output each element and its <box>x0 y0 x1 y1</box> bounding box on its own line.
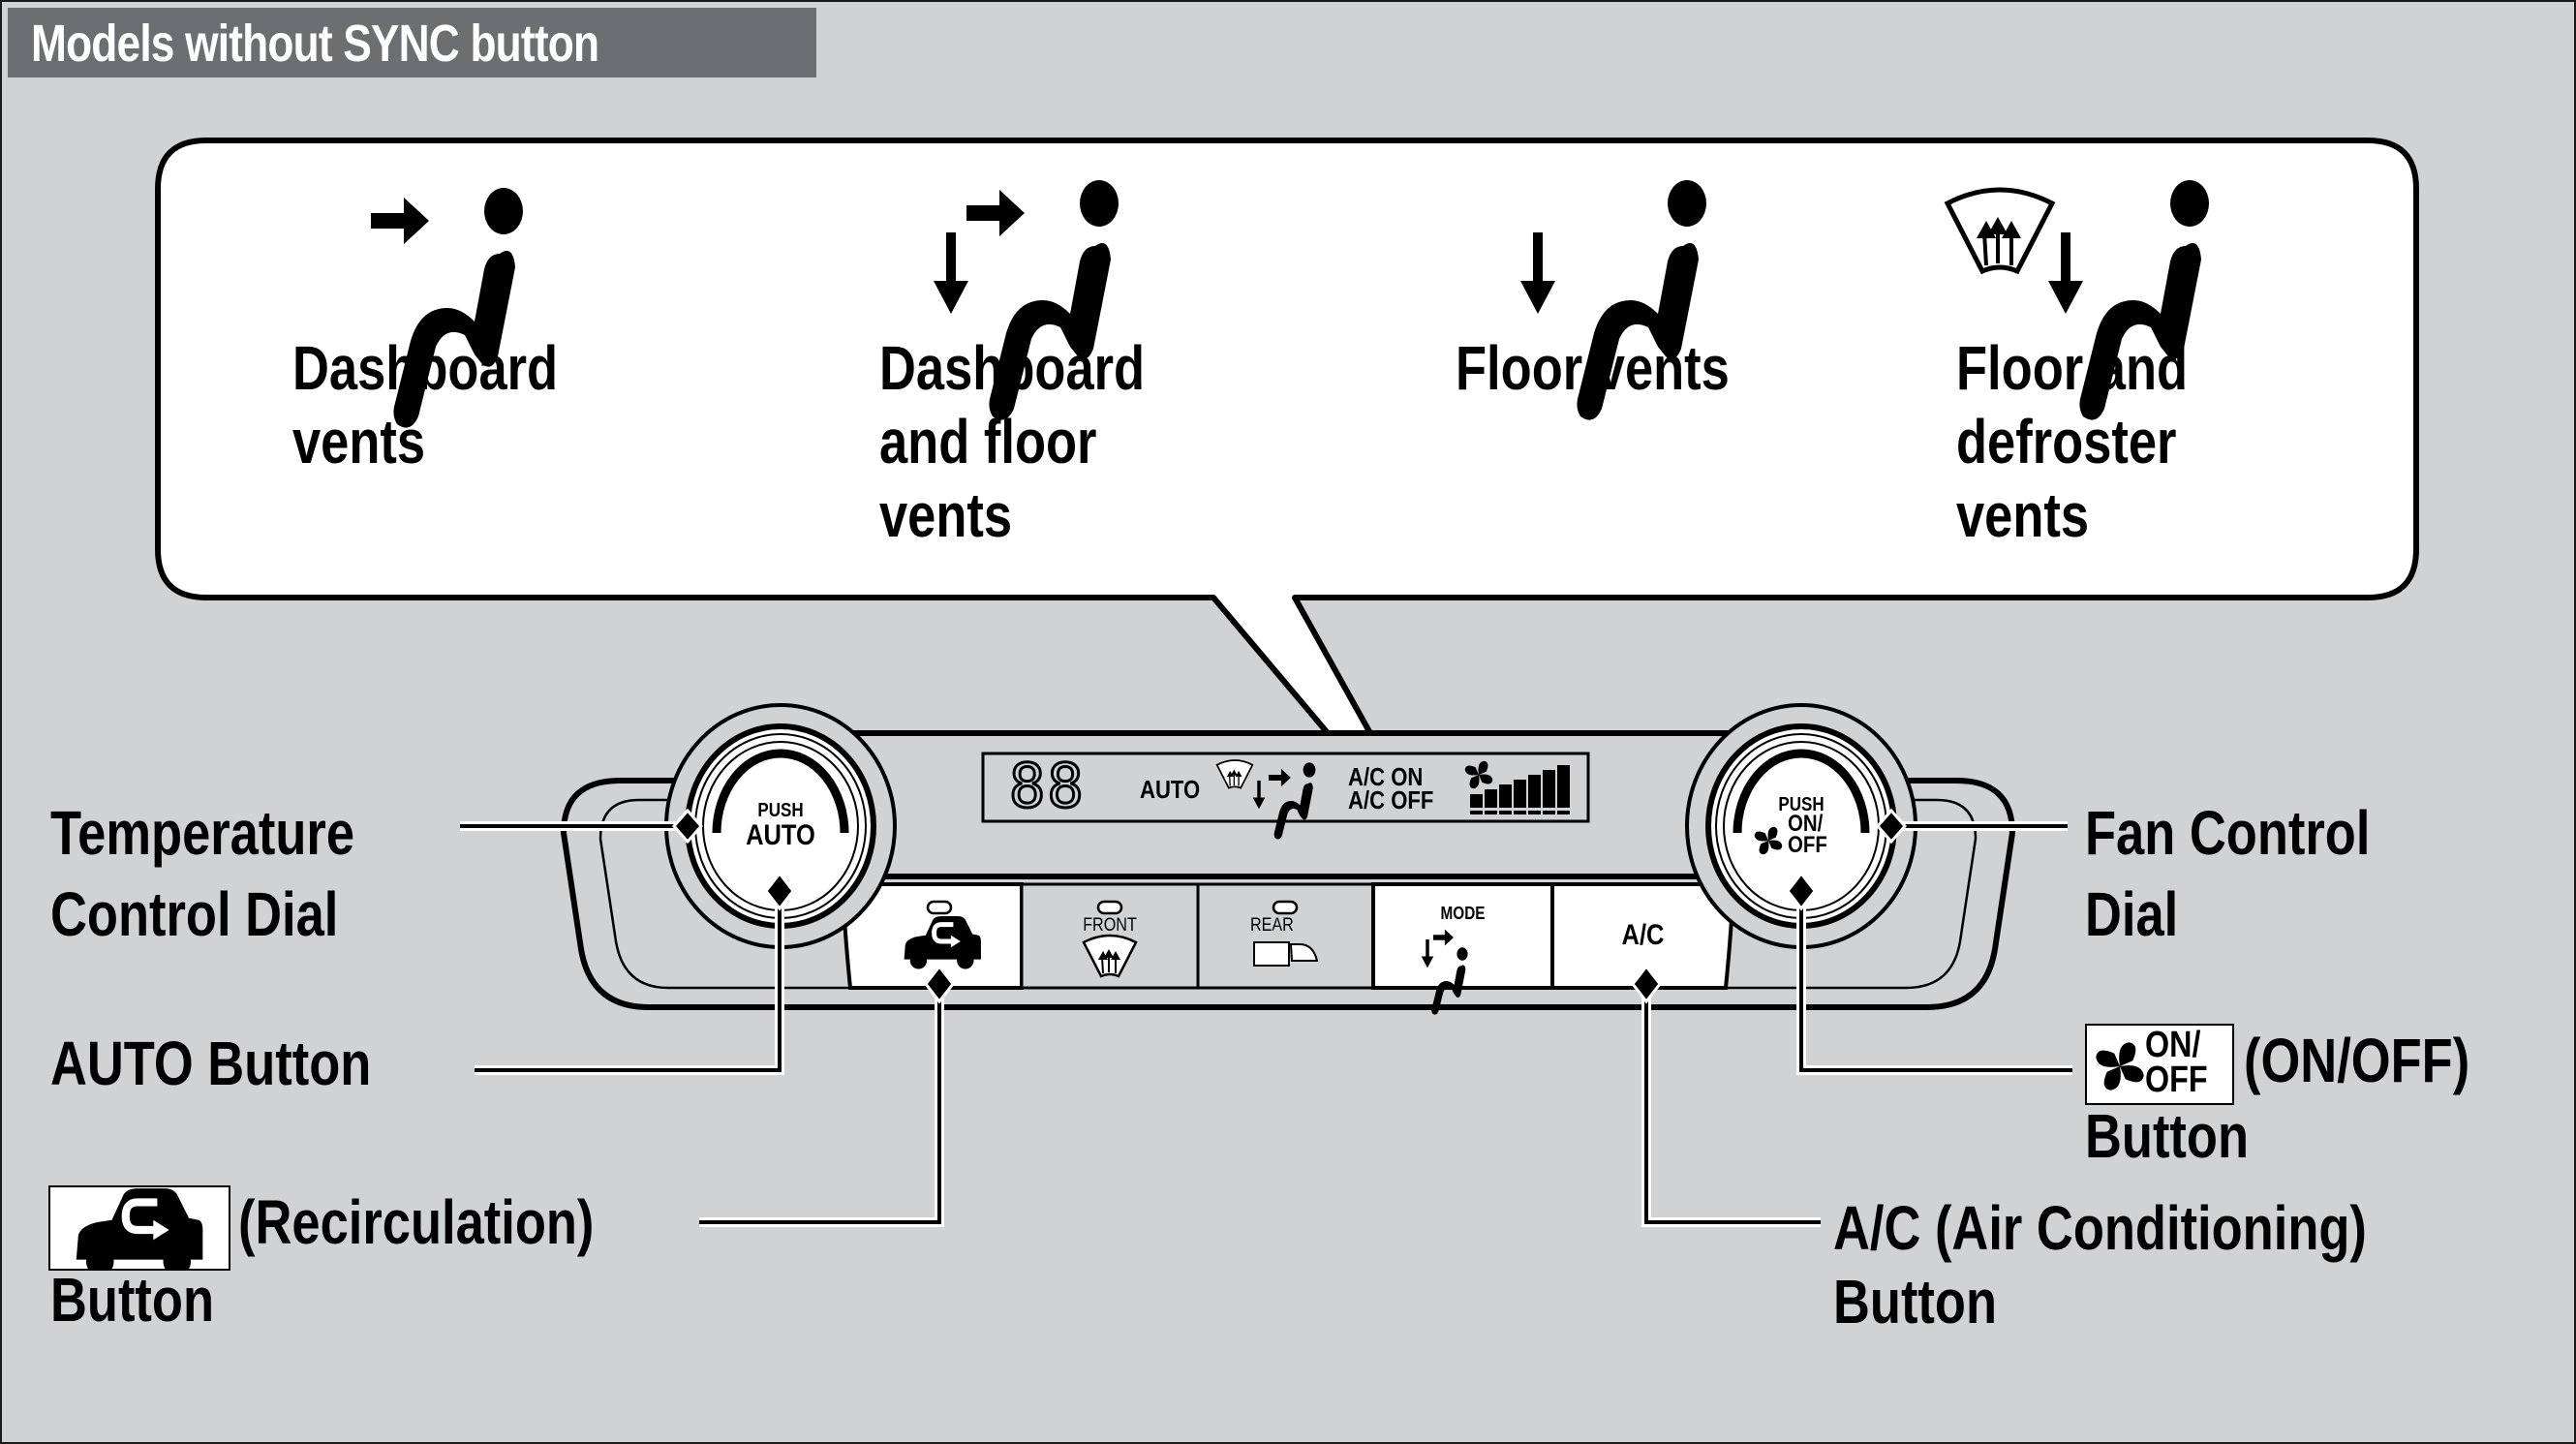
vent-label-dashboard-floor: Dashboard and floor vents <box>879 331 1145 552</box>
fan-level-bar <box>1514 780 1526 808</box>
on-off-text: (ON/OFF) <box>2244 1026 2470 1095</box>
auto-button[interactable]: AUTO <box>746 819 815 851</box>
fan-level-underline <box>1543 811 1555 814</box>
vent-label-line: and floor <box>879 407 1097 476</box>
fan-level-bar <box>1485 789 1497 808</box>
recirculation-button-text: Button <box>50 1265 215 1335</box>
fan-level-underline <box>1528 811 1541 814</box>
temperature-control-dial-label: Temperature Control Dial <box>50 792 354 955</box>
fan-level-underline <box>1557 811 1570 814</box>
front-label: FRONT <box>1083 915 1137 936</box>
rear-defroster-button[interactable]: REAR <box>1198 884 1373 988</box>
fan-control-dial[interactable]: PUSH ON/ OFF <box>1737 765 1865 891</box>
vent-label-line: vents <box>1956 480 2090 550</box>
fan-on-off-icon: ON/ OFF <box>2085 1024 2234 1105</box>
vent-label-floor-defroster: Floor and defroster vents <box>1956 331 2188 552</box>
button-row <box>840 882 1736 1015</box>
vent-label-line: defroster <box>1956 407 2177 476</box>
temperature-dial[interactable]: PUSH AUTO <box>717 765 844 891</box>
recirculation-button[interactable] <box>843 884 1022 988</box>
ac-text: A/C (Air Conditioning) <box>1833 1193 2367 1263</box>
vent-label-line: Dashboard <box>292 333 559 403</box>
title-text: Models without SYNC button <box>31 15 599 73</box>
fan-level-bar <box>1470 794 1483 808</box>
vent-label-line: Floor vents <box>1456 333 1730 403</box>
ac-off-indicator: A/C OFF <box>1348 785 1434 814</box>
display-temp: 88 <box>1008 751 1086 821</box>
on-text: ON/ <box>2145 1025 2201 1065</box>
label-line: Control Dial <box>50 879 339 949</box>
leader-lines <box>460 808 2072 1227</box>
display-auto: AUTO <box>1140 775 1201 804</box>
ac-button[interactable]: A/C <box>1552 884 1733 988</box>
on-off-icon-text: ON/ OFF <box>2145 1025 2208 1100</box>
on-off-button-text: Button <box>2085 1101 2250 1171</box>
fan-level-bar <box>1528 775 1541 808</box>
mode-label: MODE <box>1440 904 1486 923</box>
fan-level-bar <box>1543 770 1555 808</box>
fan-level-bar <box>1557 765 1570 808</box>
mode-button[interactable]: MODE <box>1373 884 1552 988</box>
ac-button-text: Button <box>1833 1267 1998 1336</box>
off-text: OFF <box>1788 832 1827 858</box>
vent-label-line: vents <box>879 480 1013 550</box>
dial-push-text: PUSH <box>757 800 804 821</box>
fan-level-underline <box>1499 811 1512 814</box>
display-contents <box>1215 759 1570 840</box>
fan-level-underline <box>1470 811 1483 814</box>
fan-icon <box>2096 1042 2144 1091</box>
vent-label-dashboard: Dashboard vents <box>292 331 558 478</box>
recirculation-text: (Recirculation) <box>238 1187 595 1257</box>
on-text: ON/ <box>1788 811 1824 837</box>
display-ac-status: A/C ON A/C OFF <box>1348 762 1434 814</box>
front-defroster-button[interactable]: FRONT <box>1022 884 1198 988</box>
ac-label: A/C <box>1621 919 1665 951</box>
label-line: Fan Control <box>2085 798 2371 868</box>
title-bar: Models without SYNC button <box>8 8 816 77</box>
off-text: OFF <box>2145 1060 2208 1100</box>
dial-push-text: PUSH <box>1778 794 1825 815</box>
rear-label: REAR <box>1249 915 1294 936</box>
label-line: Temperature <box>50 798 355 868</box>
vent-label-line: vents <box>292 407 426 476</box>
label-line: Dial <box>2085 879 2179 949</box>
fan-level-bars <box>1470 765 1570 814</box>
fan-level-underline <box>1514 811 1526 814</box>
fan-level-underline <box>1485 811 1497 814</box>
fan-control-dial-label: Fan Control Dial <box>2085 792 2370 955</box>
fan-level-bar <box>1499 784 1512 808</box>
ac-on-indicator: A/C ON <box>1348 762 1424 791</box>
auto-button-label: AUTO Button <box>50 1029 372 1098</box>
vent-label-line: Floor and <box>1956 333 2189 403</box>
fan-dial-art <box>1685 703 1917 949</box>
recirculation-icon <box>48 1185 230 1271</box>
vent-label-floor: Floor vents <box>1456 331 1730 405</box>
on-off-button[interactable]: ON/ OFF <box>1788 811 1827 858</box>
vent-label-line: Dashboard <box>879 333 1146 403</box>
